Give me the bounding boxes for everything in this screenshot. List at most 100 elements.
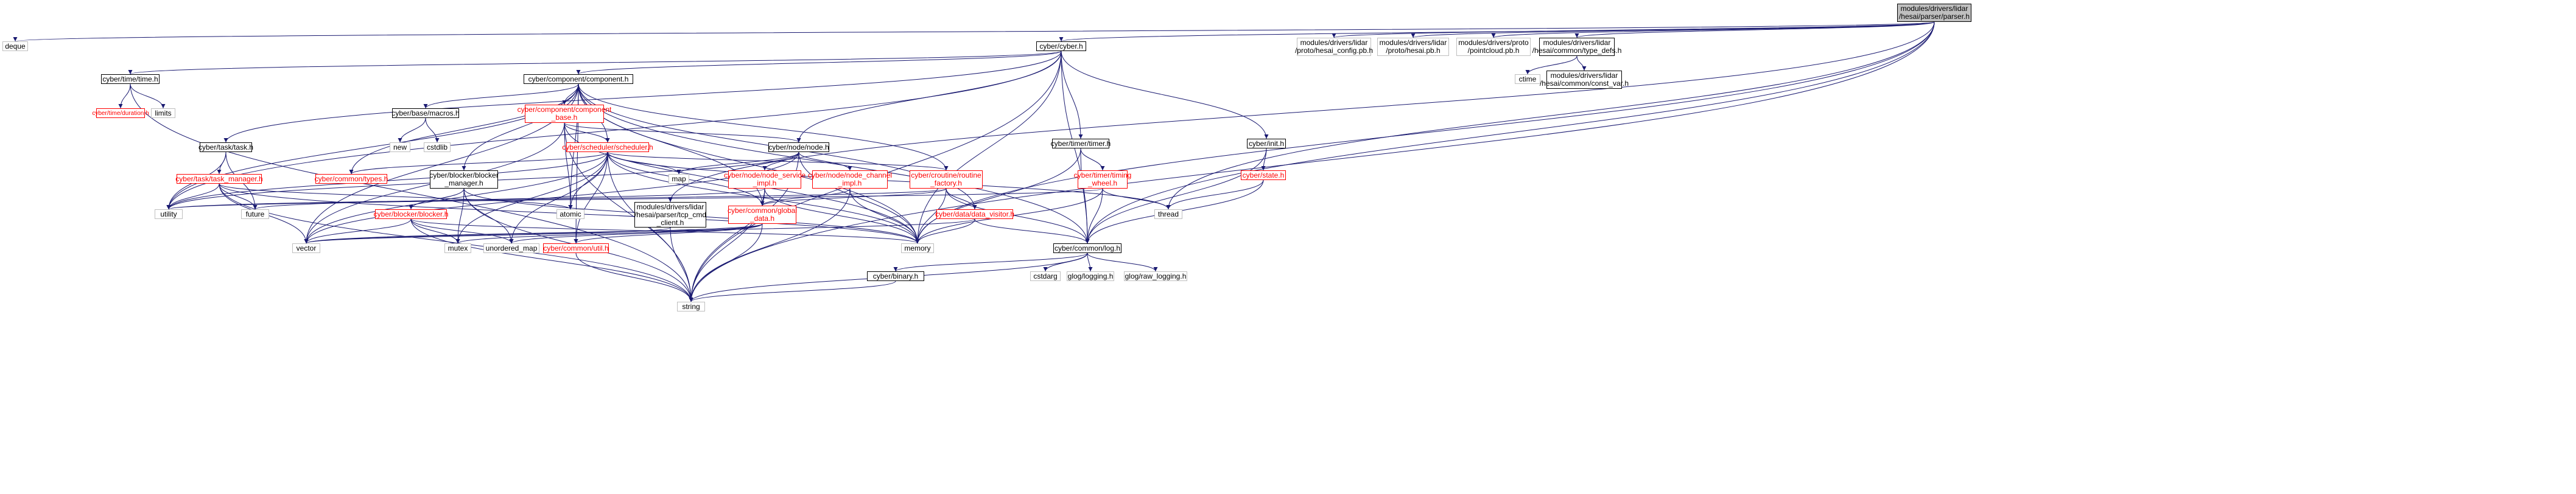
node-pointcloud-pb[interactable]: modules/drivers/proto /pointcloud.pb.h [1456, 38, 1531, 56]
edge-log_h-to-binary_h [893, 252, 1088, 272]
edge-root-to-hesai_pb [1411, 21, 1935, 38]
node-state-h[interactable]: cyber/state.h [1241, 170, 1286, 180]
node-glog-raw-logging[interactable]: glog/raw_logging.h [1124, 271, 1187, 281]
edge-blocker_h-to-memory [410, 218, 920, 244]
node-component-base[interactable]: cyber/component/component _base.h [517, 105, 612, 123]
edge-type_defs-to-ctime [1525, 55, 1578, 75]
edge-binary_h-to-string [689, 280, 896, 302]
edge-root-to-tcp_cmd_client [668, 21, 1935, 203]
edge-log_h-to-glog_raw_logging [1087, 252, 1158, 272]
edge-blocker_h-to-mutex [410, 218, 460, 244]
edge-timer_h-to-memory [915, 148, 1081, 244]
edge-component_h-to-log_h [578, 83, 1090, 244]
edge-node_h-to-memory [798, 151, 920, 244]
node-node-channel-impl[interactable]: cyber/node/node_channel _impl.h [807, 170, 893, 189]
node-node-h[interactable]: cyber/node/node.h [768, 142, 829, 152]
node-timing-wheel[interactable]: cyber/timer/timing _wheel.h [1073, 170, 1132, 189]
node-time-h[interactable]: cyber/time/time.h [101, 74, 160, 84]
edge-global_data-to-unordered_map [509, 223, 763, 244]
node-tcp-cmd-client[interactable]: modules/drivers/lidar /hesai/parser/tcp_… [634, 202, 707, 228]
edge-component_h-to-routine_factory [578, 83, 949, 171]
edge-blocker_h-to-vector [304, 218, 412, 244]
edge-data_visitor-to-memory [915, 218, 975, 244]
node-data-visitor[interactable]: cyber/data/data_visitor.h [935, 209, 1015, 219]
node-mutex[interactable]: mutex [444, 243, 471, 253]
edge-scheduler_h-to-vector [304, 151, 608, 244]
node-future[interactable]: future [241, 209, 269, 219]
node-macros-h[interactable]: cyber/base/macros.h [391, 108, 460, 118]
edge-component_base-to-scheduler_h [564, 122, 610, 143]
node-atomic[interactable]: atomic [556, 209, 584, 219]
node-blocker-h[interactable]: cyber/blocker/blocker.h [373, 209, 449, 219]
edge-time_h-to-limits [130, 83, 166, 109]
node-binary-h[interactable]: cyber/binary.h [867, 271, 924, 281]
edge-global_data-to-mutex [455, 223, 763, 244]
node-init-h[interactable]: cyber/init.h [1247, 139, 1286, 148]
node-cstdlib[interactable]: cstdlib [424, 142, 451, 152]
node-blocker-manager[interactable]: cyber/blocker/blocker _manager.h [429, 170, 499, 189]
node-type-defs[interactable]: modules/drivers/lidar /hesai/common/type… [1532, 38, 1622, 56]
edge-component_h-to-blocker_manager [462, 83, 579, 171]
node-map[interactable]: map [669, 174, 689, 184]
edge-blocker_manager-to-blocker_h [409, 188, 465, 210]
edge-scheduler_h-to-thread [607, 151, 1171, 210]
node-node-service-impl[interactable]: cyber/node/node_service _impl.h [723, 170, 806, 189]
node-component-h[interactable]: cyber/component/component.h [524, 74, 633, 84]
edge-scheduler_h-to-mutex [455, 151, 608, 244]
edge-root-to-pointcloud_pb [1491, 21, 1935, 38]
edge-routine_factory-to-global_data [760, 188, 947, 206]
node-deque[interactable]: deque [2, 41, 28, 51]
node-global-data[interactable]: cyber/common/global _data.h [727, 206, 798, 224]
node-unordered-map[interactable]: unordered_map [483, 243, 539, 253]
edge-scheduler_h-to-utility [166, 151, 608, 210]
node-root-parser-h[interactable]: modules/drivers/lidar /hesai/parser/pars… [1897, 4, 1971, 22]
edge-node_service_impl-to-memory [764, 188, 920, 244]
edge-macros_h-to-cstdlib [425, 117, 440, 143]
node-new[interactable]: new [390, 142, 410, 152]
node-thread[interactable]: thread [1154, 209, 1182, 219]
edge-tcp_cmd_client-to-vector [304, 227, 671, 244]
node-routine-factory[interactable]: cyber/croutine/routine _factory.h [910, 170, 983, 189]
node-glog-logging[interactable]: glog/logging.h [1067, 271, 1114, 281]
node-task-manager[interactable]: cyber/task/task_manager.h [175, 174, 263, 184]
edge-log_h-to-glog_logging [1087, 252, 1093, 272]
node-task-h[interactable]: cyber/task/task.h [198, 142, 254, 152]
edge-blocker_h-to-unordered_map [410, 218, 514, 244]
edge-task_manager-to-atomic [219, 183, 573, 210]
edge-root-to-log_h [1085, 21, 1935, 244]
edge-cyber_h-to-time_h [128, 50, 1062, 75]
node-vector[interactable]: vector [292, 243, 320, 253]
edge-routine_factory-to-utility [167, 188, 947, 210]
node-limits[interactable]: limits [151, 108, 175, 118]
edge-init_h-to-log_h [1085, 148, 1267, 244]
node-utility[interactable]: utility [155, 209, 183, 219]
edge-root-to-deque [13, 21, 1935, 42]
edge-scheduler_h-to-routine_factory [607, 151, 949, 171]
node-duration-h-visible[interactable]: cyber/time/duration.h [92, 108, 149, 118]
edge-global_data-to-util_h [574, 223, 763, 244]
node-types-h[interactable]: cyber/common/types.h [314, 174, 388, 184]
node-string[interactable]: string [677, 302, 705, 311]
node-ctime[interactable]: ctime [1515, 74, 1540, 84]
node-log-h[interactable]: cyber/common/log.h [1053, 243, 1121, 253]
edge-node_h-to-node_channel_impl [798, 151, 852, 171]
node-timer-h[interactable]: cyber/timer/timer.h [1050, 139, 1111, 148]
node-cyber-h[interactable]: cyber/cyber.h [1036, 41, 1086, 51]
node-scheduler-h[interactable]: cyber/scheduler/scheduler.h [562, 142, 653, 152]
node-util-h[interactable]: cyber/common/util.h [543, 243, 609, 253]
edge-node_h-to-node_service_impl [762, 151, 799, 171]
edge-blocker_h-to-string [410, 218, 693, 302]
edge-util_h-to-string [575, 252, 693, 302]
node-hesai-config-pb[interactable]: modules/drivers/lidar /proto/hesai_confi… [1294, 38, 1374, 56]
edge-data_visitor-to-log_h [974, 218, 1090, 244]
edge-node_service_impl-to-future [253, 188, 765, 210]
edge-timing_wheel-to-thread [1102, 188, 1171, 210]
node-const-var[interactable]: modules/drivers/lidar /hesai/common/cons… [1539, 71, 1629, 89]
node-hesai-pb[interactable]: modules/drivers/lidar /proto/hesai.pb.h [1377, 38, 1449, 56]
edge-component_base-to-node_h [564, 122, 801, 143]
node-cstdarg[interactable]: cstdarg [1030, 271, 1061, 281]
node-memory[interactable]: memory [901, 243, 934, 253]
edge-cyber_h-to-task_h [223, 50, 1062, 143]
